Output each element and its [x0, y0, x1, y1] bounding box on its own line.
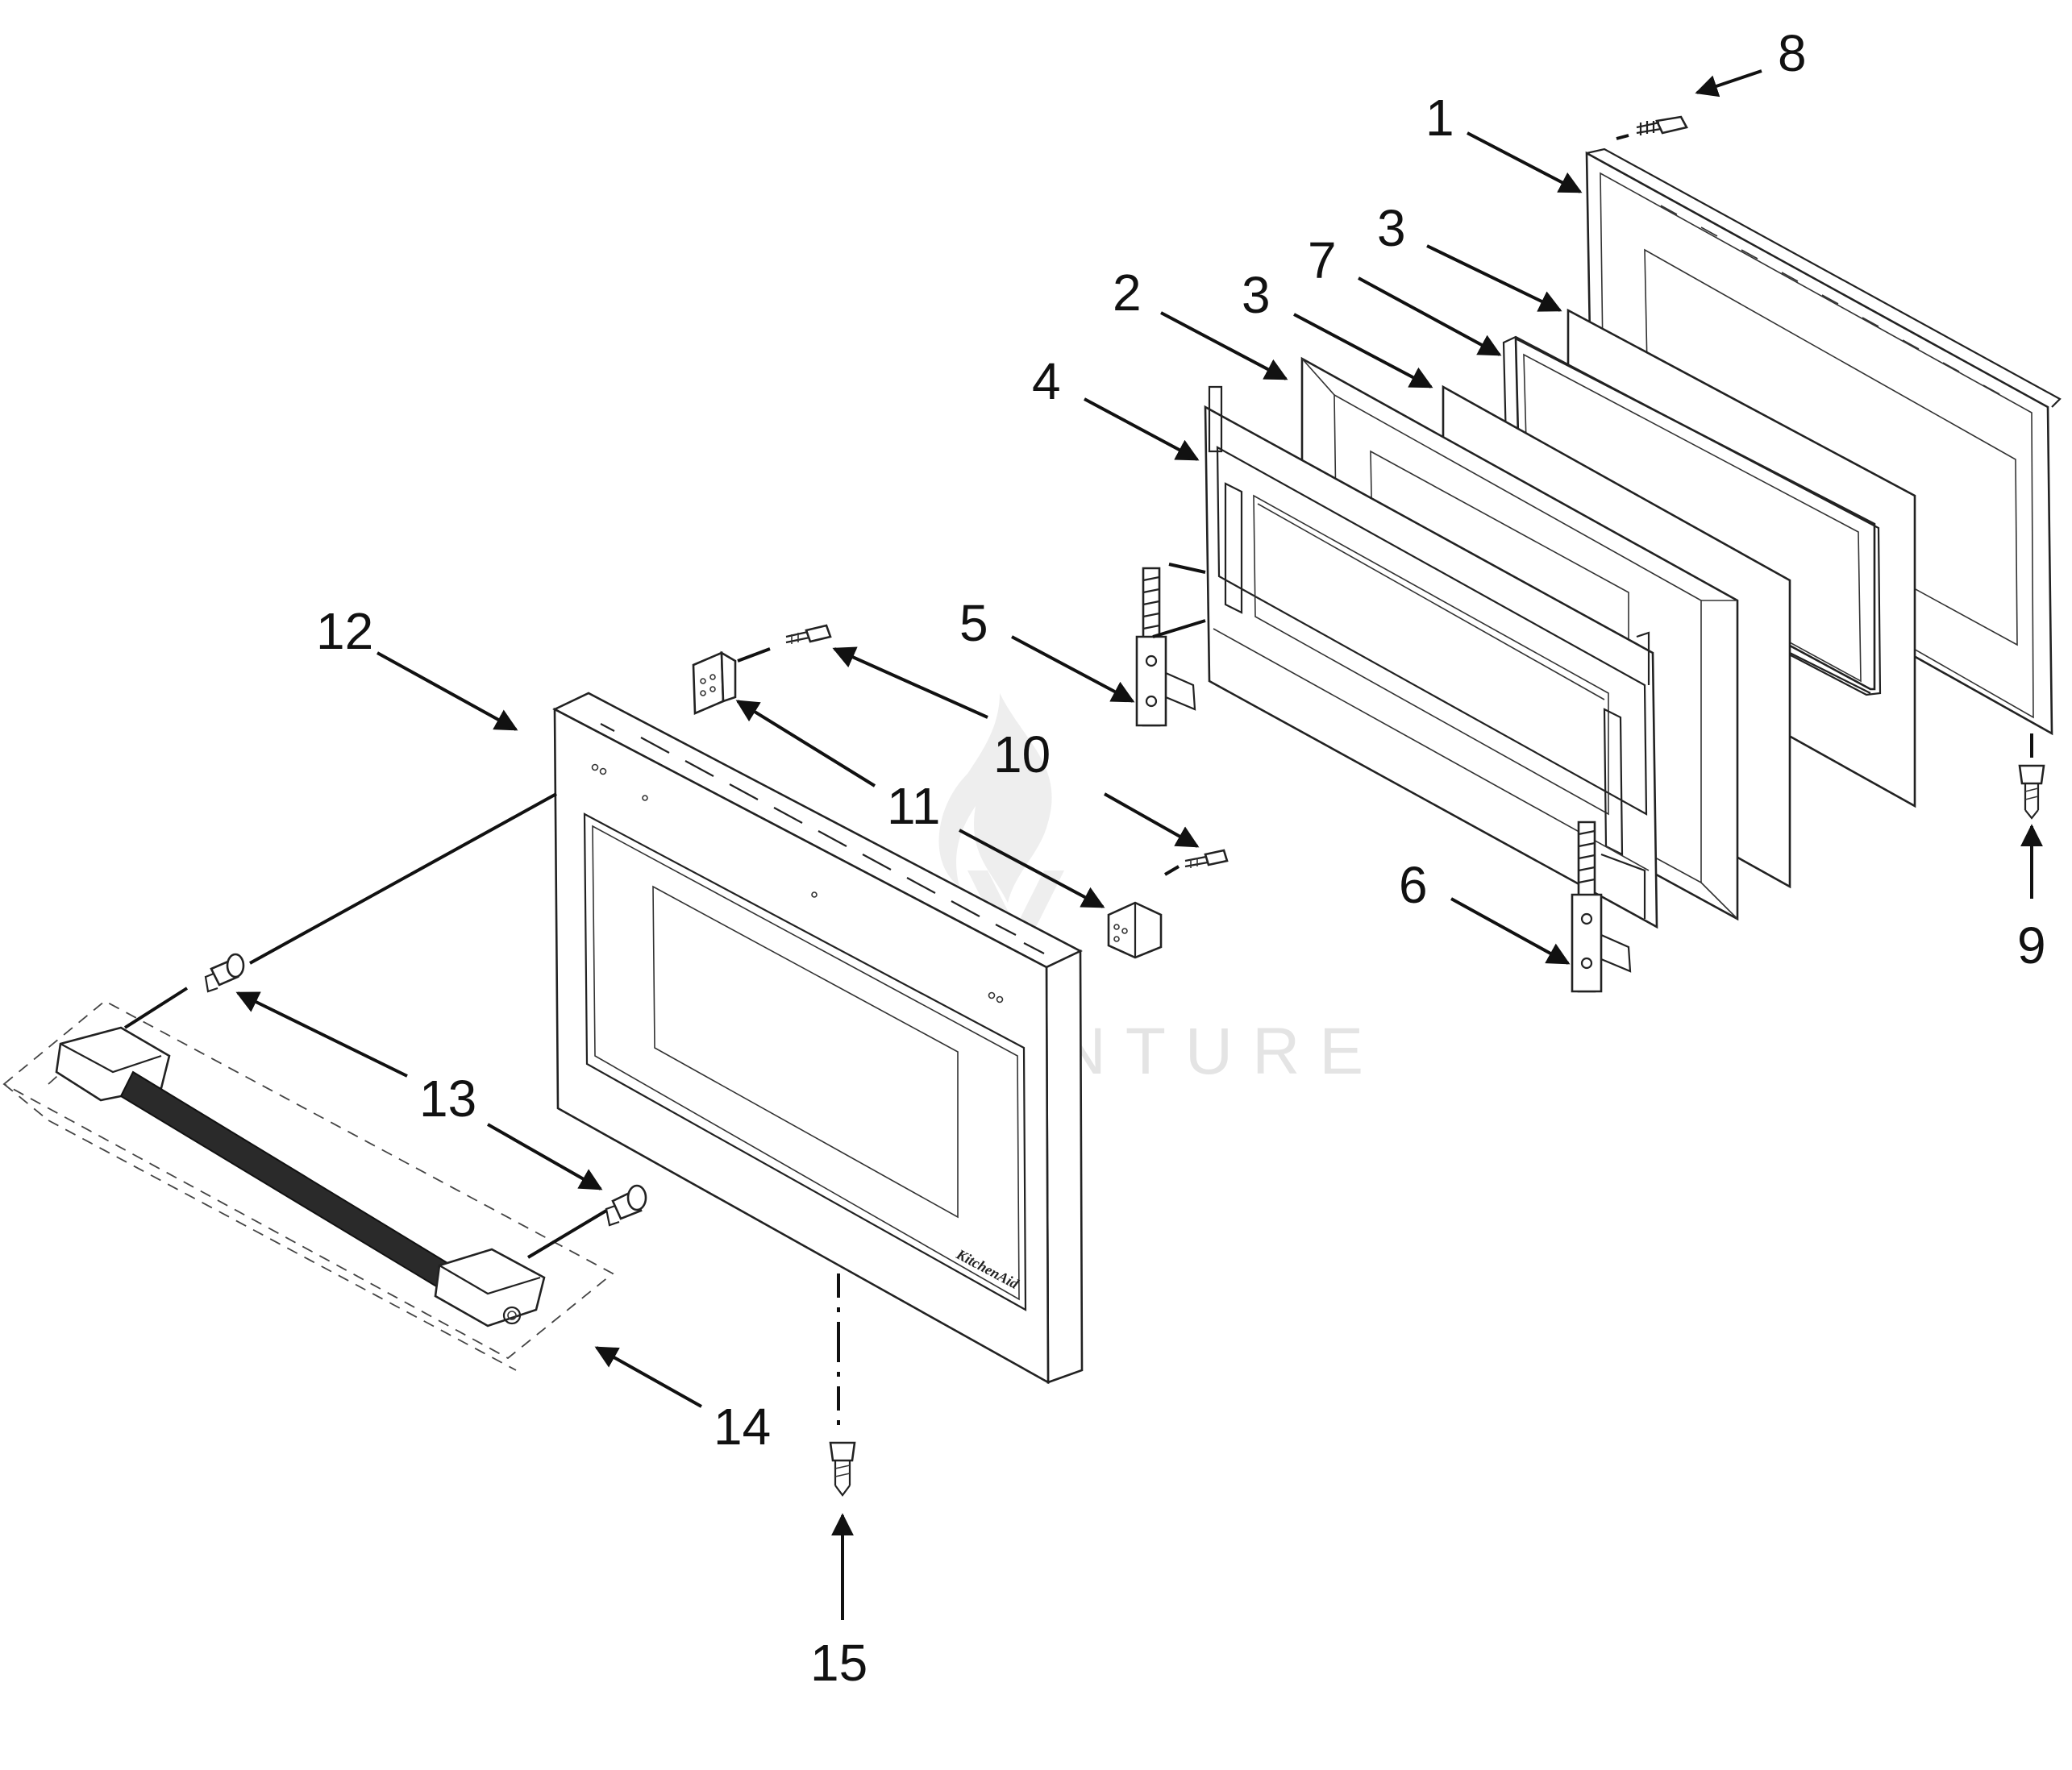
callout-5: 5: [959, 594, 988, 652]
part-8-screw: [1636, 115, 1688, 135]
watermark-flame-logo: [938, 693, 1052, 903]
callout-14: 14: [714, 1398, 771, 1456]
callout-13: 13: [419, 1070, 476, 1128]
arrow-11-upper: [735, 700, 876, 787]
arrow-3-rear: [1426, 244, 1562, 312]
part-15-screw: [829, 1441, 856, 1497]
part-14-door-handle: [2, 999, 614, 1371]
arrow-11-lower: [959, 829, 1105, 908]
part-9-screw: [2018, 764, 2045, 820]
callout-9: 9: [2017, 916, 2046, 974]
part-10-screw-lower: [1184, 849, 1229, 868]
arrow-13-lower: [487, 1123, 603, 1190]
callout-labels: 1 2 3 3 4 5 6 7 8 9 10 11 12 13 14 15: [316, 24, 2046, 1692]
arrow-6: [1450, 897, 1571, 965]
part-5-hinge-left: [1135, 567, 1196, 727]
arrow-5: [1011, 635, 1135, 703]
callout-10: 10: [993, 725, 1051, 783]
callout-2: 2: [1113, 264, 1142, 322]
part-11-bracket-lower: [1107, 901, 1163, 959]
arrow-8: [1695, 69, 1762, 98]
arrow-13-upper: [235, 991, 408, 1078]
callout-11: 11: [887, 777, 940, 835]
callout-4: 4: [1032, 352, 1061, 410]
part-13-standoff-upper: [204, 953, 245, 993]
arrow-2: [1160, 311, 1288, 380]
arrow-10-upper: [832, 646, 988, 719]
callout-1: 1: [1425, 89, 1454, 147]
callout-3-rear: 3: [1377, 199, 1406, 257]
arrow-3-front: [1293, 313, 1433, 388]
part-4-door-liner-frame: [1204, 385, 1658, 929]
arrow-4: [1084, 397, 1200, 461]
arrow-1: [1467, 131, 1583, 193]
callout-3-front: 3: [1242, 266, 1271, 324]
callout-arrows: [235, 69, 2043, 1620]
part-13-standoff-lower: [605, 1184, 647, 1227]
assembly-lines: [123, 134, 2033, 1431]
part-11-bracket-upper: [692, 650, 737, 715]
part-10-screw-upper: [785, 624, 832, 644]
arrow-7: [1358, 276, 1502, 356]
callout-12: 12: [316, 602, 373, 660]
callout-7: 7: [1308, 231, 1337, 289]
callout-8: 8: [1778, 24, 1807, 82]
part-12-outer-door-panel: KitchenAid: [552, 692, 1084, 1385]
callout-6: 6: [1399, 856, 1428, 914]
part-6-hinge-right: [1571, 821, 1646, 993]
callout-15: 15: [810, 1634, 867, 1692]
arrow-10-lower: [1104, 792, 1200, 848]
arrow-12: [377, 651, 518, 731]
arrow-14: [594, 1346, 702, 1408]
